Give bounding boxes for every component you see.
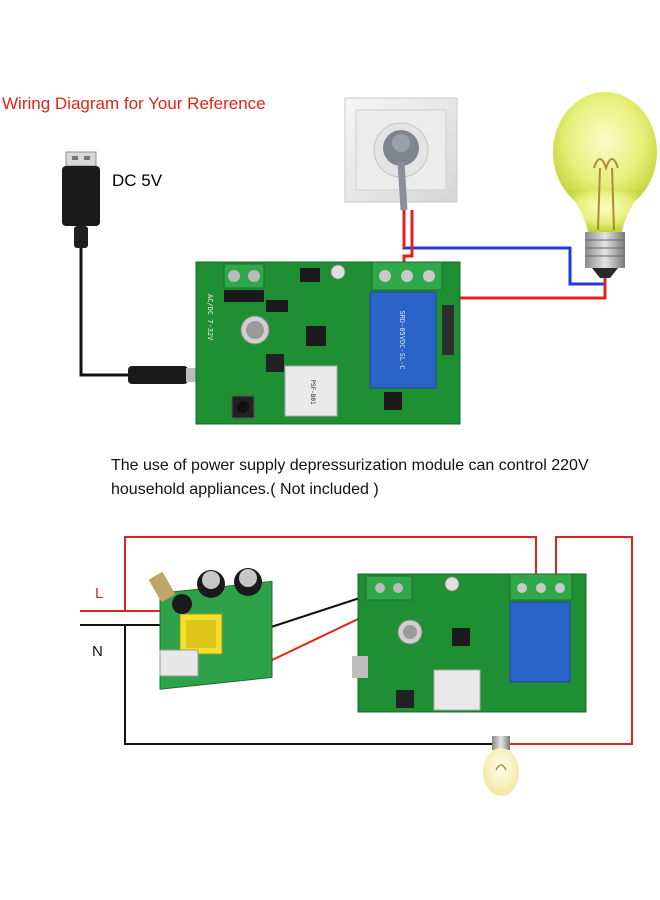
relay-board-icon: SRD-05VDC-SL-C PSF-B01 AC/DC 7-32V [195,261,461,425]
dc-5v-label: DC 5V [112,171,163,190]
micro-usb-plug [128,366,188,384]
svg-text:SRD-05VDC-SL-C: SRD-05VDC-SL-C [398,310,406,369]
note-line-1: The use of power supply depressurization… [111,457,589,474]
bottom-wires [80,536,633,745]
svg-text:PSF-B01: PSF-B01 [309,379,316,405]
relay-board-small-icon [352,573,587,713]
diagram-title: Wiring Diagram for Your Reference [2,94,266,113]
note-line-2: household appliances.( Not included ) [111,481,379,498]
usb-plug-icon [62,151,100,248]
power-module-icon [148,568,273,690]
usb-cable [79,248,130,377]
wall-socket-icon [344,97,458,203]
svg-text:AC/DC 7-32V: AC/DC 7-32V [206,294,214,341]
neutral-label: N [92,643,103,660]
light-bulb-icon [553,92,657,278]
live-label: L [95,585,104,602]
small-light-bulb-icon [483,736,519,796]
